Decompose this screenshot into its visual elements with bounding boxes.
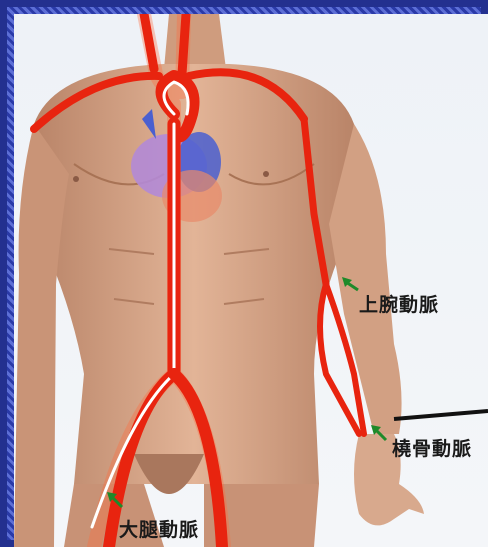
anatomy-illustration xyxy=(14,14,488,547)
label-radial-artery: 橈骨動脈 xyxy=(392,434,472,461)
anatomy-canvas: 上腕動脈 橈骨動脈 大腿動脈 xyxy=(14,14,488,547)
indicator-line xyxy=(394,411,488,419)
label-femoral-artery: 大腿動脈 xyxy=(119,515,199,542)
label-brachial-artery: 上腕動脈 xyxy=(359,290,439,317)
